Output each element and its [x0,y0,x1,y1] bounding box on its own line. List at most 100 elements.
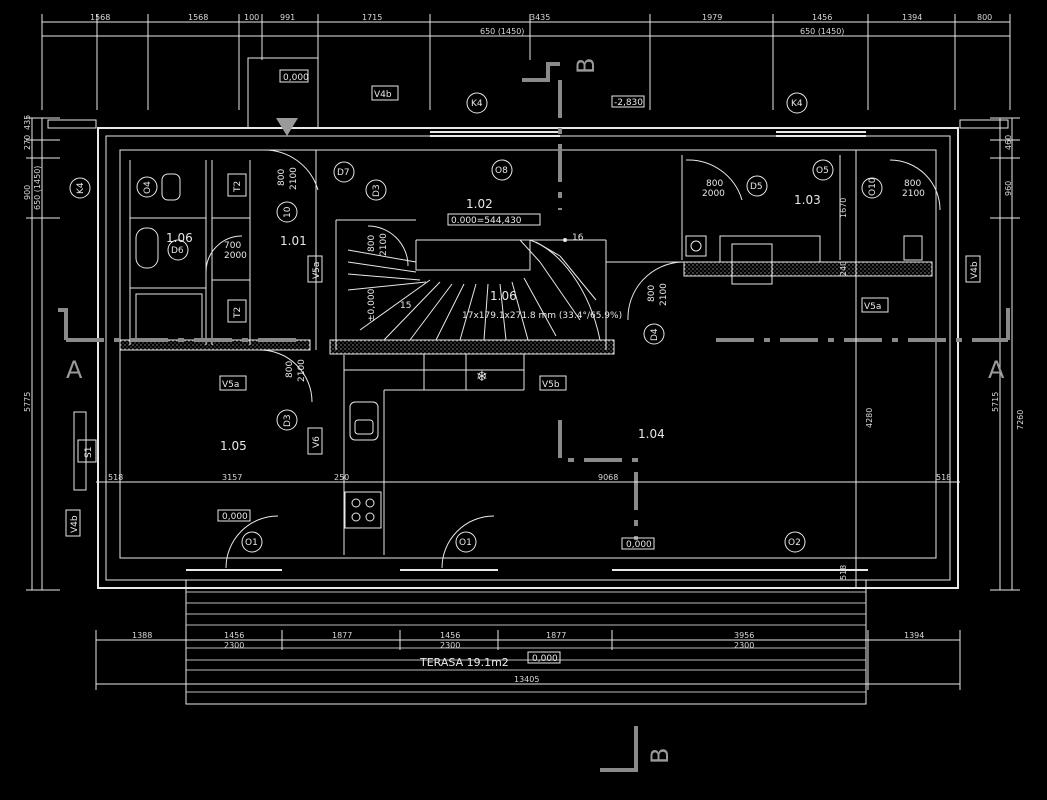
stair [347,238,601,341]
tag-o1-mid: O1 [459,538,472,548]
level-top-stair: 0,000 [283,73,309,83]
tag-v5a-room105: V5a [222,380,239,390]
door-height-2100-d3: 2100 [297,359,307,382]
dim-left-270: 270 [23,135,32,150]
door-width-800-d4: 800 [647,285,657,302]
dim-top-6: 3435 [530,13,550,22]
door-swings [205,149,941,569]
dim-top-10: 800 [977,13,992,22]
room-1-02: 1.02 [466,197,493,211]
room-1-01: 1.01 [280,234,307,248]
dim-bot-5: 1877 [546,631,566,640]
dim-top-8: 1456 [812,13,832,22]
dim-bot-3: 1877 [332,631,352,640]
tag-t2-bottom: T2 [233,307,243,319]
terrace-label: TERASA 19.1m2 [419,656,509,669]
dim-top-5: 1715 [362,13,382,22]
tag-o5: O5 [816,166,829,176]
tag-o10: O10 [868,177,878,196]
dim-left-5775: 5775 [23,392,32,412]
tag-d3-room105: D3 [283,414,293,427]
dim-left-435: 435 [23,115,32,130]
stair-step-16: 16 [572,233,584,243]
room-1-02-level: 0.000=544,430 [451,216,522,226]
door-width-800-d3: 800 [285,361,295,378]
dim-top-9: 1394 [902,13,922,22]
dim-bot-2300a: 2300 [224,641,244,650]
interior-walls: ❄ [119,150,933,555]
side-dimensions: 435 270 900 650 (1450) 5775 460 960 5715… [23,115,1025,591]
tag-k4-left: K4 [76,182,86,194]
dim-int-9068: 9068 [598,473,618,482]
terrace: 1388 1456 1877 1456 1877 3956 1394 2300 … [95,579,961,705]
dim-bot-2: 1456 [224,631,244,640]
tag-k4-top-left: K4 [471,99,483,109]
door-width-800-o10: 800 [904,179,921,189]
door-height-2100-101: 2100 [289,167,299,190]
tag-k4-top-right: K4 [791,99,803,109]
element-tags: K4 K4 K4 O8 O5 O10 O4 O1 O1 O2 D7 D3 D3 … [65,85,981,553]
tag-o1-left: O1 [245,538,258,548]
snowflake-icon: ❄ [476,369,488,385]
tag-d4: D4 [650,328,660,341]
tag-o2: O2 [788,538,801,548]
dim-top-2: 1568 [188,13,208,22]
stair-spec: 17x179.1x271.8 mm (33.4°/65.9%) [462,311,622,321]
room-1-05: 1.05 [220,439,247,453]
dim-bot-7: 1394 [904,631,924,640]
tag-t2-top: T2 [233,181,243,193]
section-a-right: A [988,356,1005,384]
level-room-1-05: 0,000 [222,512,248,522]
dim-bot-total: 13405 [514,675,539,684]
dim-left-650: 650 (1450) [33,166,42,210]
level-box-top [279,69,309,83]
room-labels: 1.02 0.000=544,430 1.01 1.06 1.06 17x179… [166,193,821,453]
dim-int-1670: 1670 [839,198,848,218]
dim-top-4: 991 [280,13,295,22]
top-dimension-chain: 1568 1568 100 991 1715 3435 1979 1456 13… [41,13,1011,110]
tag-d3-stair: D3 [372,184,382,197]
dim-bot-1: 1388 [132,631,152,640]
tag-o8: O8 [495,166,508,176]
tag-d7: D7 [337,168,350,178]
dim-top-7: 1979 [702,13,722,22]
dim-int-518b: 518 [936,473,951,482]
level-exterior: -2,830 [614,98,643,108]
stair-step-15: 15 [400,301,411,311]
tag-10: 10 [283,206,293,218]
dim-left-900: 900 [23,185,32,200]
door-height-2000-bath: 2000 [224,251,247,261]
dim-bot-2300b: 2300 [440,641,460,650]
door-width-800-stair: 800 [367,235,377,252]
door-sizes: 700 2000 800 2100 800 2000 800 2100 800 … [224,167,925,382]
dim-bot-4: 1456 [440,631,460,640]
tag-v4b-right: V4b [970,261,980,279]
dim-int-518a: 518 [108,473,123,482]
dim-top-window-left: 650 (1450) [480,27,524,36]
dim-top-3: 100 [244,13,259,22]
dim-right-460: 460 [1004,135,1013,150]
tag-d6: D6 [171,246,184,256]
door-height-2100-stair: 2100 [379,233,389,256]
tag-v4b-left: V4b [70,515,80,533]
door-width-800-101: 800 [277,169,287,186]
room-1-03: 1.03 [794,193,821,207]
dim-int-3157: 3157 [222,473,242,482]
tag-o4: O4 [143,181,153,194]
section-b-bottom: B [646,748,674,764]
dim-right-5715: 5715 [991,392,1000,412]
door-height-2000-103: 2000 [702,189,725,199]
tag-s1: S1 [84,447,94,458]
interior-dimension-chain: 518 3157 250 9068 518 1670 240 518 4280 [96,150,960,588]
tag-v5a-wall: V5a [312,262,322,279]
dim-int-240: 240 [839,261,848,276]
stair-level: ±0,000 [367,288,377,322]
level-marks: -2,830 0,000 0,000 [217,95,655,550]
door-width-800-103: 800 [706,179,723,189]
section-a-left: A [66,356,83,384]
door-height-2100-o10: 2100 [902,189,925,199]
tag-v4b-top: V4b [374,90,392,100]
dim-right-960: 960 [1004,181,1013,196]
tag-d5: D5 [750,182,763,192]
